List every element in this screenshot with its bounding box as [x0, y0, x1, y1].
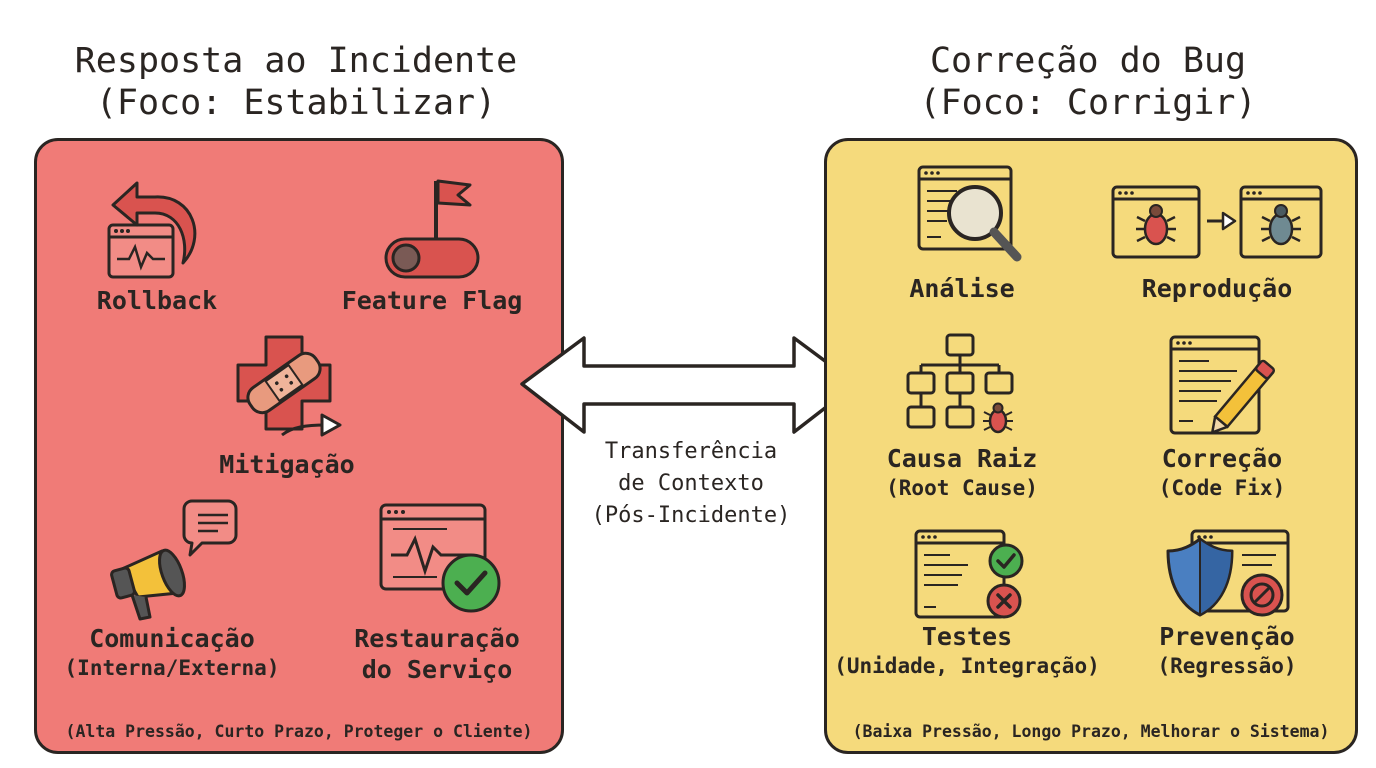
label-restoration-line1: Restauração	[354, 624, 520, 653]
label-restoration-line2: do Serviço	[361, 655, 513, 684]
megaphone-icon	[110, 499, 238, 621]
right-title: Correção do Bug	[929, 41, 1247, 81]
item-prevention: Prevenção (Regressão)	[1117, 529, 1337, 680]
sublabel-root-cause: (Root Cause)	[886, 476, 1038, 500]
label-analysis: Análise	[909, 274, 1015, 303]
item-root-cause: Causa Raiz (Root Cause)	[867, 331, 1057, 502]
item-service-restoration: Restauração do Serviço	[337, 499, 537, 685]
sublabel-code-fix: (Code Fix)	[1158, 476, 1286, 500]
label-tests: Testes	[921, 622, 1013, 651]
left-title: Resposta ao Incidente	[74, 41, 518, 81]
center-line-3: (Pós-Incidente)	[591, 503, 791, 528]
right-title-block: Correção do Bug (Foco: Corrigir)	[824, 40, 1352, 124]
item-mitigation: Mitigação	[207, 331, 367, 480]
label-communication: Comunicação	[89, 624, 255, 653]
context-transfer-label: Transferência de Contexto (Pós-Incidente…	[560, 436, 822, 532]
heartbeat-check-icon	[379, 503, 501, 613]
undo-arrow-browser-icon	[107, 181, 197, 279]
label-feature-flag: Feature Flag	[341, 286, 523, 315]
bandaged-cross-icon	[236, 335, 342, 437]
center-line-1: Transferência	[604, 439, 778, 464]
double-arrow-icon	[520, 336, 858, 434]
test-results-icon	[914, 529, 1024, 619]
label-mitigation: Mitigação	[219, 450, 355, 479]
code-pencil-icon	[1169, 335, 1276, 435]
label-rollback: Rollback	[96, 286, 218, 315]
right-subtitle: (Foco: Corrigir)	[919, 83, 1257, 123]
right-footer: (Baixa Pressão, Longo Prazo, Melhorar o …	[852, 722, 1330, 741]
label-prevention: Prevenção	[1159, 622, 1295, 651]
label-root-cause: Causa Raiz	[886, 444, 1038, 473]
left-footer: (Alta Pressão, Curto Prazo, Proteger o C…	[65, 722, 533, 741]
flowchart-bug-icon	[906, 333, 1014, 434]
bug-reproduction-icon	[1111, 185, 1323, 259]
flag-toggle-icon	[384, 179, 480, 279]
left-subtitle: (Foco: Estabilizar)	[95, 83, 497, 123]
label-code-fix: Correção	[1161, 444, 1283, 473]
left-title-block: Resposta ao Incidente (Foco: Estabilizar…	[34, 40, 558, 124]
item-communication: Comunicação (Interna/Externa)	[57, 493, 287, 682]
sublabel-prevention: (Regressão)	[1157, 654, 1297, 678]
item-code-fix: Correção (Code Fix)	[1127, 331, 1317, 502]
code-magnifier-icon	[917, 165, 1022, 262]
incident-response-panel: Rollback Feature Flag Mitigação	[34, 138, 564, 754]
bug-fix-panel: Análise Reprodução	[824, 138, 1358, 754]
item-analysis: Análise	[867, 161, 1057, 304]
sublabel-communication: (Interna/Externa)	[64, 656, 280, 680]
item-tests: Testes (Unidade, Integração)	[827, 529, 1107, 680]
item-feature-flag: Feature Flag	[327, 167, 537, 316]
center-line-2: de Contexto	[618, 471, 764, 496]
item-reproduction: Reprodução	[1097, 161, 1337, 304]
item-rollback: Rollback	[77, 167, 237, 316]
label-reproduction: Reprodução	[1141, 274, 1293, 303]
sublabel-tests: (Unidade, Integração)	[834, 654, 1100, 678]
shield-block-icon	[1166, 529, 1290, 617]
